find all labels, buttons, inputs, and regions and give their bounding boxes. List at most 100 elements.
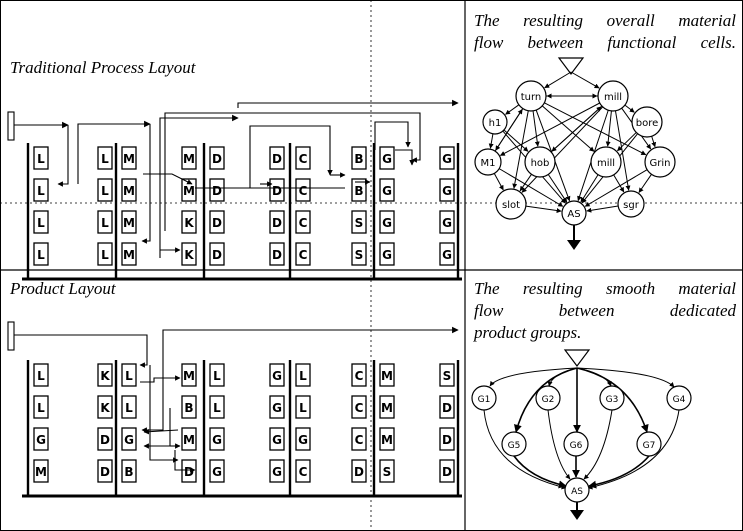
traditional-machine-label: L — [37, 216, 45, 230]
traditional-machine: C — [295, 242, 311, 266]
product-flow-caption: The resulting smooth material flow betwe… — [474, 278, 736, 344]
process-node-grin: Grin — [644, 146, 676, 178]
product-node-g7: G7 — [636, 431, 662, 457]
traditional-machine-label: D — [272, 152, 282, 166]
process-flow-edge — [570, 71, 600, 89]
traditional-machine: K — [181, 210, 197, 234]
traditional-machine: M — [181, 178, 197, 202]
product-machine-label: L — [299, 369, 307, 383]
traditional-machine-label: L — [101, 152, 109, 166]
traditional-machine-label: G — [382, 152, 392, 166]
product-node-label: G1 — [478, 395, 491, 405]
product-machine: B — [121, 459, 137, 483]
product-node-label: G4 — [673, 395, 686, 405]
product-flow-edge — [483, 409, 567, 490]
product-machine: G — [269, 427, 285, 451]
traditional-machine-label: G — [382, 184, 392, 198]
traditional-machine: B — [351, 178, 367, 202]
product-flow-caption-line-3: product groups. — [474, 323, 582, 342]
product-machine-label: K — [100, 369, 110, 383]
traditional-machine: G — [379, 146, 395, 170]
product-machine-label: G — [298, 433, 308, 447]
traditional-machine: L — [33, 242, 49, 266]
process-flow-edge — [617, 132, 637, 152]
process-node-mill2: mill — [590, 146, 622, 178]
product-flow-edge — [547, 409, 571, 480]
process-flow-caption-line-1: The resulting overall material — [474, 11, 736, 30]
product-machine-label: G — [36, 433, 46, 447]
product-machine-label: L — [213, 401, 221, 415]
product-machine-label: G — [272, 465, 282, 479]
traditional-machine: D — [269, 178, 285, 202]
product-machine-label: D — [442, 401, 452, 415]
product-node-label: G6 — [570, 441, 583, 451]
product-machine-label: M — [381, 369, 393, 383]
process-flow-edge — [651, 136, 657, 148]
traditional-machine-label: M — [123, 216, 135, 230]
source-block — [7, 111, 15, 141]
traditional-machine-label: C — [299, 184, 308, 198]
traditional-machine-label: G — [382, 216, 392, 230]
traditional-layout-title: Traditional Process Layout — [10, 58, 196, 77]
traditional-machine-label: D — [212, 152, 222, 166]
process-node-label: mill — [597, 158, 615, 169]
process-flow-edge — [586, 205, 619, 213]
process-output-arrowhead — [567, 240, 581, 250]
traditional-machine-label: B — [354, 184, 363, 198]
traditional-machine: D — [209, 178, 225, 202]
product-source-triangle — [563, 349, 591, 367]
traditional-machine: G — [439, 210, 455, 234]
process-source-triangle — [557, 57, 585, 75]
process-node-label: M1 — [481, 158, 496, 169]
product-flow-arrows — [7, 321, 459, 473]
product-machine: B — [181, 395, 197, 419]
traditional-machine-label: L — [101, 248, 109, 262]
traditional-machine: G — [439, 178, 455, 202]
process-node-label: h1 — [489, 118, 502, 129]
product-flow-edge — [576, 367, 612, 387]
product-machine: D — [181, 459, 197, 483]
product-machine-label: D — [442, 433, 452, 447]
product-machine: M — [379, 427, 395, 451]
product-machine: K — [97, 363, 113, 387]
process-flow-edge — [584, 169, 648, 207]
traditional-machine: S — [351, 242, 367, 266]
traditional-machine-label: D — [212, 184, 222, 198]
product-flow-edge — [588, 455, 650, 489]
process-node-as: AS — [561, 200, 587, 226]
traditional-machine: G — [379, 178, 395, 202]
process-flow-edge — [493, 173, 504, 191]
product-machine: D — [439, 427, 455, 451]
traditional-machine: S — [351, 210, 367, 234]
traditional-machine-label: M — [183, 184, 195, 198]
traditional-machine: D — [209, 146, 225, 170]
traditional-machine: L — [97, 210, 113, 234]
traditional-machine-label: K — [184, 248, 194, 262]
product-machine: M — [181, 363, 197, 387]
product-machine: D — [97, 427, 113, 451]
traditional-machine-label: M — [123, 184, 135, 198]
product-node-g1: G1 — [471, 385, 497, 411]
process-node-hob: hob — [524, 146, 556, 178]
traditional-machine-label: B — [354, 152, 363, 166]
traditional-machine-label: G — [382, 248, 392, 262]
product-machine: D — [351, 459, 367, 483]
product-machine: M — [33, 459, 49, 483]
traditional-machine: D — [269, 242, 285, 266]
process-flow-edge — [580, 174, 599, 203]
product-machine-label: M — [183, 369, 195, 383]
product-machine: G — [209, 459, 225, 483]
product-flow-edge — [489, 367, 578, 387]
product-machine-label: M — [183, 433, 195, 447]
product-flow-edge — [583, 409, 613, 480]
process-flow-edge — [488, 133, 494, 149]
traditional-machine-label: D — [212, 248, 222, 262]
product-output-arrowhead — [570, 510, 584, 520]
traditional-machine: C — [295, 146, 311, 170]
traditional-machine: G — [439, 146, 455, 170]
process-node-sgr: sgr — [617, 190, 645, 218]
product-machine-label: M — [381, 401, 393, 415]
product-machine-label: C — [355, 401, 364, 415]
product-machine: C — [295, 459, 311, 483]
